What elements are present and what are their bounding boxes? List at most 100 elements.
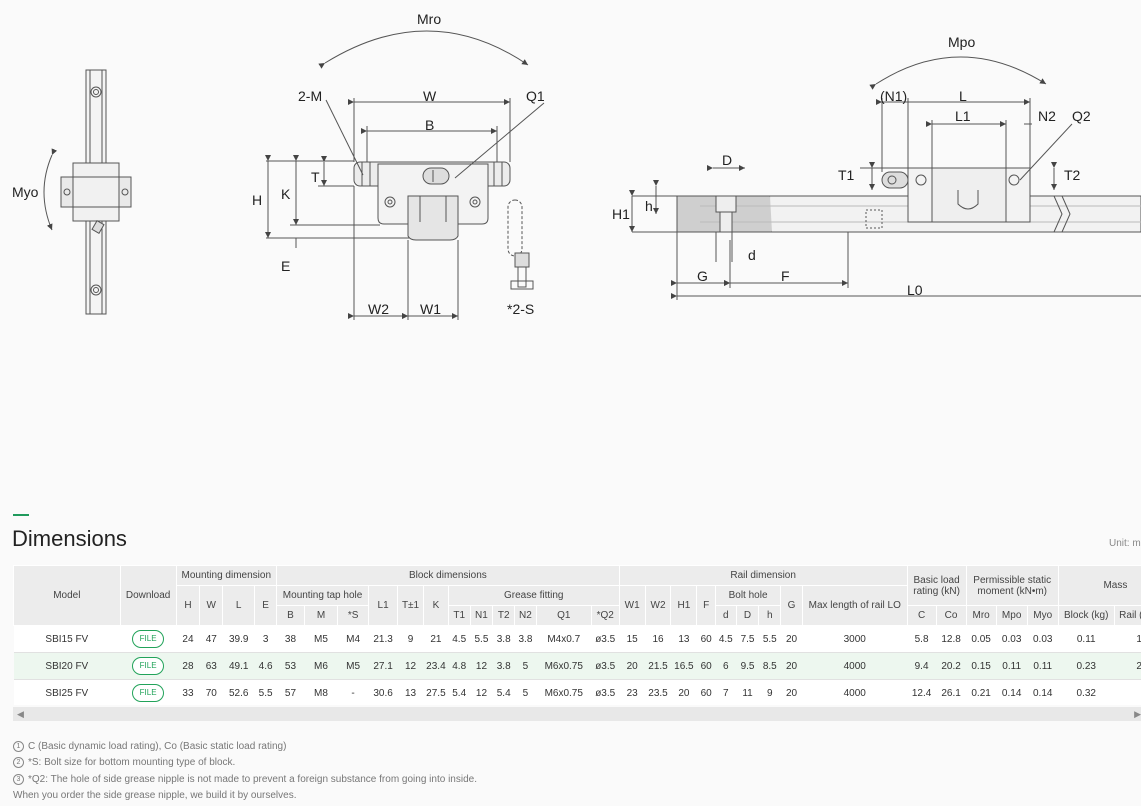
label-2m: 2-M [298, 88, 322, 104]
horizontal-scrollbar[interactable]: ◀ ▶ [13, 707, 1141, 721]
value-cell: 47 [199, 625, 223, 653]
value-cell: 3 [254, 625, 277, 653]
value-cell: 20 [670, 679, 697, 705]
col-d-upper: D [735, 605, 760, 626]
label-t1: T1 [838, 167, 855, 183]
col-model: Model [13, 565, 121, 626]
value-cell: 12.8 [936, 625, 967, 653]
dimensions-table: Model Download Mounting dimension Block … [13, 565, 1141, 705]
col-q2: *Q2 [590, 605, 620, 626]
col-h1: H1 [670, 585, 698, 626]
col-n1: N1 [469, 605, 494, 626]
value-cell: 5.5 [254, 679, 277, 705]
value-cell: 4.5 [448, 625, 471, 653]
label-l1: L1 [955, 108, 971, 124]
file-download-button[interactable]: FILE [132, 657, 165, 675]
model-cell: SBI15 FV [13, 625, 121, 653]
value-cell: 5.5 [758, 625, 781, 653]
label-w2: W2 [368, 301, 389, 317]
value-cell: 16 [645, 625, 671, 653]
value-cell: 11 [736, 679, 759, 705]
download-cell: FILE [120, 679, 177, 705]
value-cell: 0.23 [1058, 652, 1115, 680]
value-cell: ø3.5 [591, 652, 620, 680]
col-mpo: Mpo [995, 605, 1028, 626]
value-cell: 9 [758, 679, 781, 705]
subgroup-grease: Grease fitting [447, 585, 620, 606]
label-h-lower: h [645, 198, 653, 214]
col-c: C [906, 605, 937, 626]
value-cell: - [337, 679, 369, 705]
col-w1: W1 [618, 585, 646, 626]
col-t2: T2 [492, 605, 516, 626]
value-cell: 23.4 [423, 652, 449, 680]
value-cell: 4.6 [254, 652, 277, 680]
file-download-button[interactable]: FILE [132, 684, 165, 702]
footnote-number: 3 [13, 773, 24, 785]
section-accent-bar [13, 514, 29, 516]
value-cell: 9.5 [736, 652, 759, 680]
scroll-right-icon[interactable]: ▶ [1134, 709, 1141, 719]
label-e: E [281, 258, 290, 274]
value-cell: 5.4 [448, 679, 471, 705]
value-cell: 60 [696, 679, 716, 705]
group-basic-load: Basic load rating (kN) [906, 565, 967, 606]
label-n1: (N1) [880, 88, 907, 104]
col-g: G [780, 585, 803, 626]
label-t: T [311, 169, 320, 185]
value-cell: 9 [397, 625, 424, 653]
value-cell: M6x0.75 [536, 652, 592, 680]
scroll-left-icon[interactable]: ◀ [17, 709, 24, 719]
value-cell: 15 [619, 625, 646, 653]
group-rail: Rail dimension [618, 565, 908, 586]
col-max-length: Max length of rail LO [801, 585, 908, 626]
label-l: L [959, 88, 967, 104]
model-cell: SBI20 FV [13, 652, 121, 680]
value-cell: 0.11 [1027, 652, 1059, 680]
value-cell: 60 [696, 625, 716, 653]
footnote-text: When you order the side grease nipple, w… [13, 790, 297, 802]
value-cell: 12 [397, 652, 424, 680]
value-cell: 0.11 [996, 652, 1028, 680]
value-cell: 20 [619, 652, 646, 680]
col-l1: L1 [368, 585, 399, 626]
label-t2: T2 [1064, 167, 1081, 183]
label-w1: W1 [420, 301, 441, 317]
value-cell: 49.1 [222, 652, 255, 680]
value-cell: 16.5 [670, 652, 697, 680]
value-cell: ø3.5 [591, 625, 620, 653]
subgroup-tap-hole: Mounting tap hole [275, 585, 370, 606]
value-cell: 26.1 [936, 679, 967, 705]
value-cell: 33 [176, 679, 200, 705]
label-q2: Q2 [1072, 108, 1091, 124]
value-cell: 7 [715, 679, 737, 705]
col-l: L [222, 585, 256, 626]
col-k: K [422, 585, 449, 626]
value-cell: 27.1 [368, 652, 398, 680]
value-cell: 20 [780, 652, 803, 680]
value-cell: 4.8 [448, 652, 471, 680]
value-cell: M8 [304, 679, 338, 705]
value-cell: 21.3 [368, 625, 398, 653]
value-cell: ø3.5 [591, 679, 620, 705]
value-cell: 3.8 [492, 652, 515, 680]
label-f: F [781, 268, 790, 284]
file-download-button[interactable]: FILE [132, 630, 165, 648]
col-f: F [696, 585, 716, 626]
group-static-moment: Permissible static moment (kN•m) [965, 565, 1059, 606]
value-cell: 20 [780, 679, 803, 705]
label-myo: Myo [12, 184, 39, 200]
dimensions-table-container[interactable]: Model Download Mounting dimension Block … [13, 565, 1141, 705]
footnote: When you order the side grease nipple, w… [13, 788, 477, 805]
value-cell: 0.14 [996, 679, 1028, 705]
value-cell: 20.2 [936, 652, 967, 680]
value-cell: 0.21 [966, 679, 997, 705]
footnote-number: 2 [13, 757, 24, 769]
value-cell: 8.5 [758, 652, 781, 680]
value-cell: 4000 [802, 679, 908, 705]
